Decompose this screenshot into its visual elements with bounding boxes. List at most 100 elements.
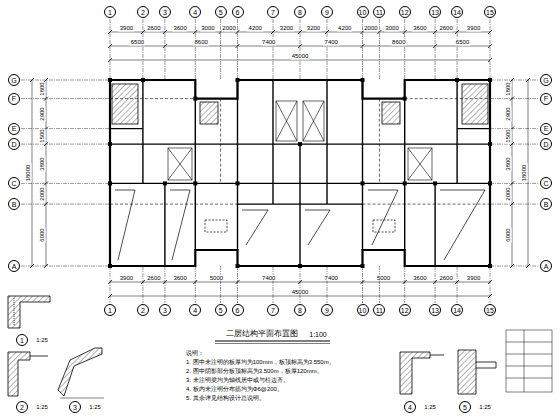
dimension-line	[108, 58, 112, 62]
dimension-line	[361, 280, 365, 284]
dimension-line	[142, 19, 143, 80]
column	[455, 78, 459, 82]
column	[361, 181, 365, 185]
column	[488, 264, 492, 268]
column	[361, 264, 365, 268]
dimension-line	[44, 264, 48, 268]
drawing-scale: 1:100	[308, 331, 328, 339]
axis-label: 13	[431, 307, 439, 314]
axis-bubble: 2	[137, 304, 149, 316]
dimension-line	[21, 204, 110, 205]
axis-bubble: 3	[159, 304, 171, 316]
axis-bubble: 9	[321, 304, 333, 316]
dimension-text: 1800	[38, 82, 45, 97]
dimension-line	[488, 44, 492, 48]
dimension-text: 2000	[504, 186, 511, 201]
dimension-line	[32, 80, 33, 266]
column	[488, 78, 492, 82]
dimension-line	[110, 296, 490, 297]
dimension-line	[404, 19, 405, 80]
dimension-line	[488, 58, 492, 62]
dimension-line	[455, 30, 459, 34]
dimension-line	[236, 280, 240, 284]
dimension-text: 4200	[337, 25, 352, 32]
dimension-line	[526, 78, 530, 82]
axis-label: D	[543, 141, 548, 148]
axis-bubble: E	[540, 123, 552, 135]
axis-label: 12	[401, 307, 409, 314]
dimension-text: 3900	[119, 25, 134, 32]
dimension-text: 3600	[172, 274, 187, 281]
section-detail	[458, 350, 496, 394]
dimension-line	[300, 19, 301, 80]
dimension-line	[298, 44, 302, 48]
dimension-line	[433, 30, 437, 34]
axis-label: 2	[20, 404, 24, 411]
axis-label: 6	[236, 307, 240, 314]
column	[488, 142, 492, 146]
detail-scale: 1:25	[35, 337, 49, 344]
dimension-text: 7400	[261, 274, 276, 281]
axis-bubble: 6	[232, 304, 244, 316]
detail-callout: 2	[16, 401, 28, 413]
detail-scale: 1:25	[423, 404, 437, 411]
dimension-line	[163, 30, 167, 34]
axis-label: 12	[401, 9, 409, 16]
column	[108, 142, 112, 146]
dimension-text: 6000	[504, 227, 511, 242]
dimension-line	[21, 98, 110, 99]
dimension-text: 6500	[130, 39, 145, 46]
axis-label: 3	[73, 404, 77, 411]
axis-bubble: 7	[267, 6, 279, 18]
dimension-text: 18000	[24, 164, 31, 183]
hatched-slab	[112, 84, 138, 124]
axis-label: 7	[271, 9, 275, 16]
dimension-line	[193, 280, 197, 284]
axis-label: 6	[236, 9, 240, 16]
dimension-text: 3000	[384, 25, 399, 32]
dimension-line	[490, 128, 539, 129]
axis-bubble: 11	[373, 6, 385, 18]
dimension-line	[379, 266, 380, 303]
axis-bubble: 1	[104, 304, 116, 316]
dimension-line	[141, 30, 145, 34]
axis-bubble: 12	[399, 6, 411, 18]
note-text: 3. 未注明梁均为轴线居中或与柱边齐。	[185, 377, 290, 384]
dimension-text: 3800	[38, 156, 45, 171]
axis-label: A	[12, 263, 17, 270]
detail-scale: 1:25	[35, 404, 49, 411]
section-detail	[8, 352, 48, 396]
dimension-line	[163, 44, 167, 48]
column	[163, 181, 167, 185]
detail-scale: 1:25	[88, 404, 102, 411]
axis-label: 10	[359, 9, 367, 16]
dimension-line	[298, 280, 302, 284]
dimension-line	[195, 266, 196, 303]
dimension-text: 18000	[520, 164, 527, 183]
dimension-line	[21, 266, 110, 267]
axis-bubble: A	[8, 260, 20, 272]
dimension-text: 2000	[363, 25, 378, 32]
dimension-line	[490, 19, 491, 80]
dimension-text: 2600	[146, 25, 161, 32]
dimension-line	[110, 266, 111, 303]
dimension-line	[220, 266, 221, 303]
axis-label: C	[11, 180, 16, 187]
axis-bubble: 9	[321, 6, 333, 18]
dimension-line	[44, 97, 48, 101]
column	[108, 78, 112, 82]
axis-label: 7	[271, 307, 275, 314]
column	[433, 181, 437, 185]
detail-callout: 1	[16, 334, 28, 346]
dimension-line	[44, 181, 48, 185]
dimension-line	[327, 19, 328, 80]
axis-label: 2	[141, 307, 145, 314]
dimension-line	[361, 44, 365, 48]
dimension-line	[300, 266, 301, 303]
axis-bubble: F	[8, 93, 20, 105]
dimension-text: 2600	[438, 25, 453, 32]
axis-label: 8	[298, 307, 302, 314]
dimension-text: 4200	[248, 25, 263, 32]
dimension-line	[142, 266, 143, 303]
dimension-text: 3600	[172, 25, 187, 32]
